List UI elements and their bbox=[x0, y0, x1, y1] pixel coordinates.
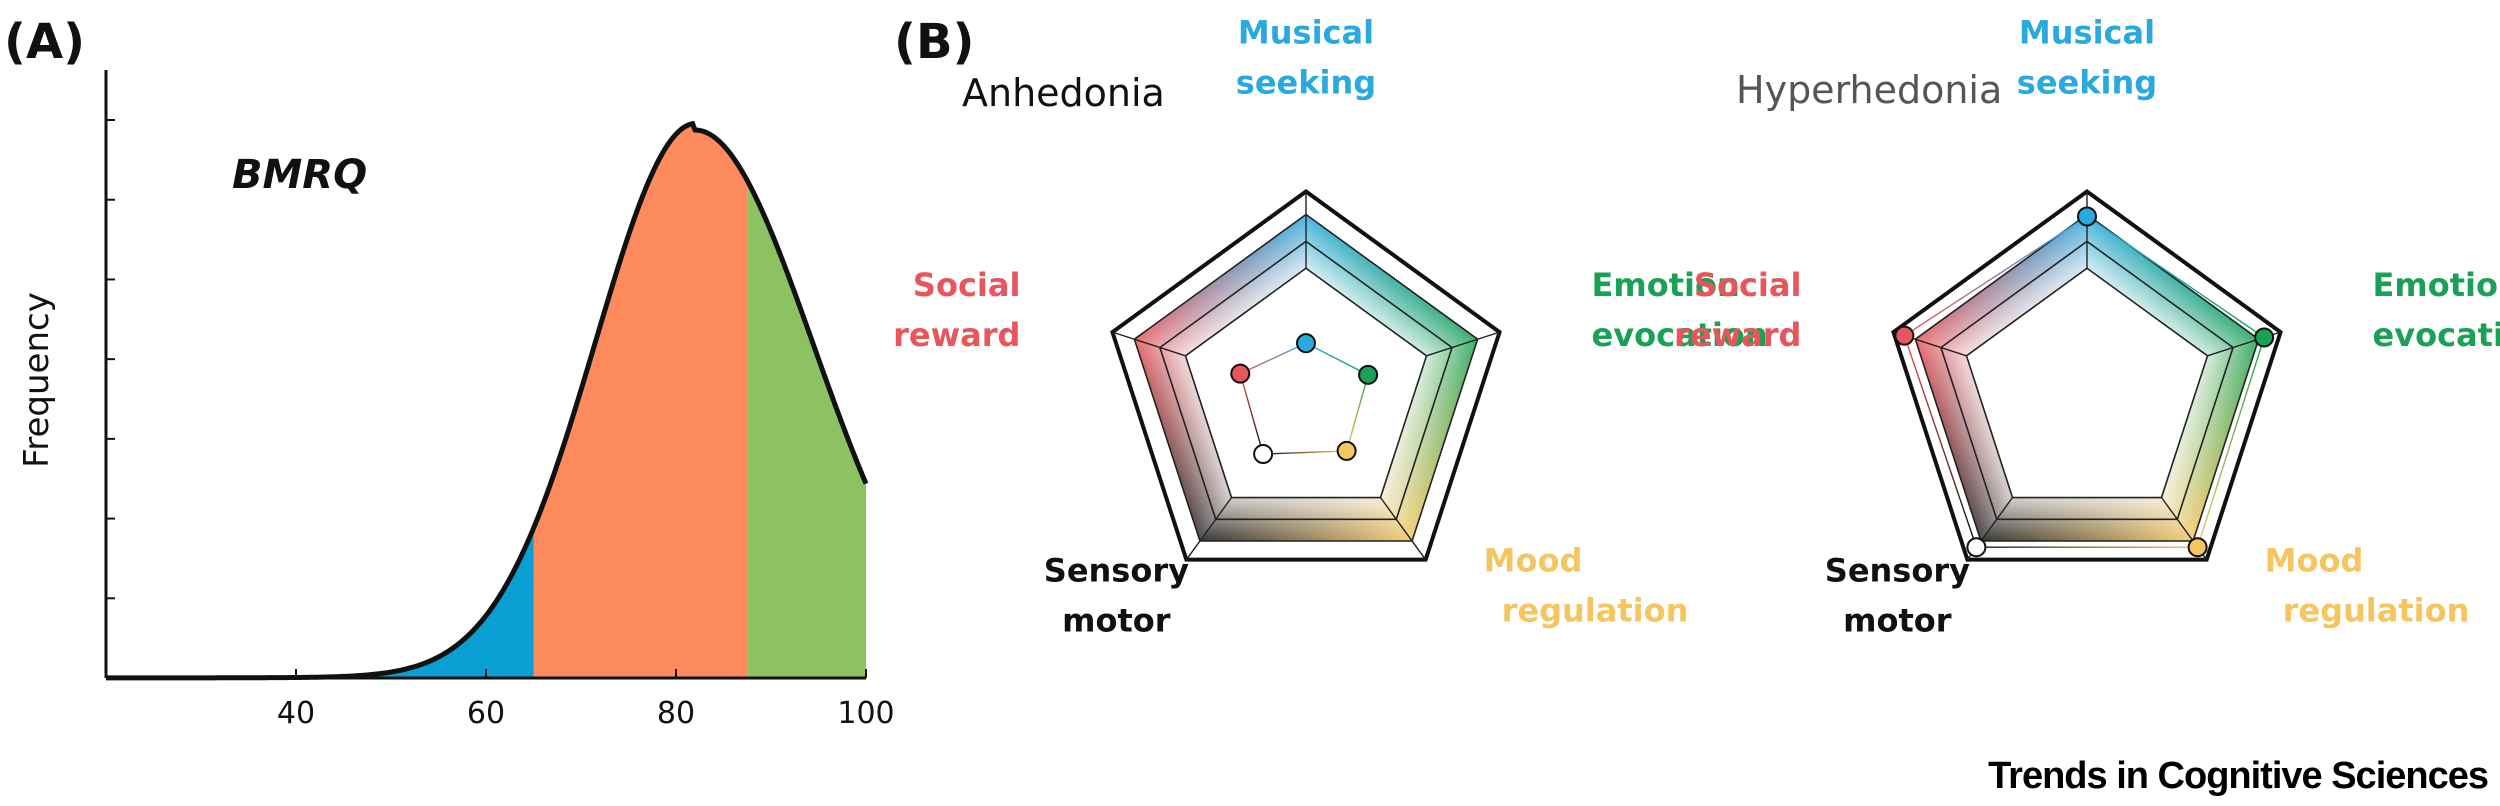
radar-data-edge bbox=[1904, 215, 2088, 337]
radar-spoke bbox=[1426, 331, 1500, 357]
radar-spoke bbox=[1112, 331, 1186, 357]
bmrq-chart: BMRQ Frequency 40 60 80 100 bbox=[17, 70, 895, 731]
x-tick-label: 40 bbox=[277, 696, 315, 731]
radar-band-fade bbox=[1306, 214, 1478, 356]
radar-band-fade bbox=[2087, 214, 2259, 356]
radar-axis-label: regulation bbox=[2283, 592, 2470, 630]
x-tick-label: 60 bbox=[467, 696, 505, 731]
radar-axis-label: seeking bbox=[2017, 63, 2157, 101]
distribution-region-mid bbox=[533, 123, 748, 678]
radar-ring bbox=[1914, 213, 2260, 542]
radar-point-emotion bbox=[2254, 327, 2275, 348]
radar-axis-label: Social bbox=[1694, 266, 1802, 304]
radar-data-edge bbox=[1305, 342, 1369, 376]
radar-point-musical bbox=[1296, 333, 1316, 354]
radar-ring bbox=[1184, 267, 1428, 499]
radar-point-musical bbox=[2077, 206, 2097, 227]
radar-ring bbox=[1158, 240, 1454, 521]
x-tick-label: 100 bbox=[837, 696, 894, 731]
radar-ring bbox=[1133, 213, 1479, 542]
radar-point-mood bbox=[2187, 537, 2208, 558]
radar-axis-label: evocation bbox=[2373, 316, 2500, 354]
radar-data-edge bbox=[1239, 342, 1307, 375]
radar-axis-label: Musical bbox=[2019, 13, 2155, 51]
radar-data-edge bbox=[2196, 337, 2265, 548]
panel-b-label: (B) bbox=[894, 14, 974, 70]
radar-point-sensory bbox=[1253, 444, 1274, 465]
radar-data-edge bbox=[1239, 373, 1264, 455]
panel-a-label: (A) bbox=[4, 14, 85, 70]
radar-point-emotion bbox=[1358, 364, 1379, 385]
radar-axis-label: Sensory bbox=[1825, 552, 1970, 590]
radar-point-mood bbox=[1336, 440, 1357, 461]
radar-spoke bbox=[1379, 497, 1427, 561]
radar-data-edge bbox=[2086, 215, 2265, 339]
radar-axis-label: seeking bbox=[1236, 63, 1376, 101]
radar-axis-label: Emotion bbox=[2373, 266, 2500, 304]
chart-title: BMRQ bbox=[232, 152, 367, 198]
radar-title: Anhedonia bbox=[962, 71, 1165, 115]
radar-title: Hyperhedonia bbox=[1736, 68, 2002, 112]
x-tick-label: 80 bbox=[657, 696, 695, 731]
radar-outer-ring bbox=[1891, 189, 2283, 562]
distribution-region-high bbox=[747, 180, 866, 678]
radar-point-social bbox=[1230, 363, 1251, 384]
journal-credit: Trends in Cognitive Sciences bbox=[1988, 755, 2488, 797]
radar-band-fade bbox=[1915, 214, 2087, 356]
radar-axis-label: reward bbox=[1674, 316, 1801, 354]
radar-ring bbox=[1939, 240, 2235, 521]
y-axis-label: Frequency bbox=[17, 292, 57, 468]
radar-data-edge bbox=[1903, 335, 1978, 548]
radar-point-social bbox=[1894, 325, 1915, 346]
radar-outer-ring bbox=[1110, 189, 1502, 562]
distribution-region-low bbox=[353, 528, 534, 678]
radar-spoke bbox=[1185, 497, 1233, 561]
radar-axis-label: Sensory bbox=[1044, 552, 1189, 590]
radar-axis-label: evocation bbox=[1592, 316, 1768, 354]
radar-band-fade bbox=[1134, 214, 1306, 356]
radar-axis-label: Mood bbox=[2265, 542, 2364, 580]
radar-axis-label: regulation bbox=[1502, 592, 1689, 630]
radar-point-sensory bbox=[1966, 537, 1987, 558]
radar-axis-label: Emotion bbox=[1592, 266, 1740, 304]
radar-axis-label: Social bbox=[913, 266, 1021, 304]
radar-axis-label: motor bbox=[1062, 602, 1171, 640]
radar-axis-label: motor bbox=[1843, 602, 1952, 640]
radar-axis-label: reward bbox=[893, 316, 1020, 354]
radar-data-edge bbox=[1263, 450, 1347, 455]
radar-ring bbox=[1965, 267, 2209, 499]
radar-data-edge bbox=[1345, 374, 1369, 452]
radar-axis-label: Mood bbox=[1484, 542, 1583, 580]
radar-axis-label: Musical bbox=[1238, 13, 1374, 51]
